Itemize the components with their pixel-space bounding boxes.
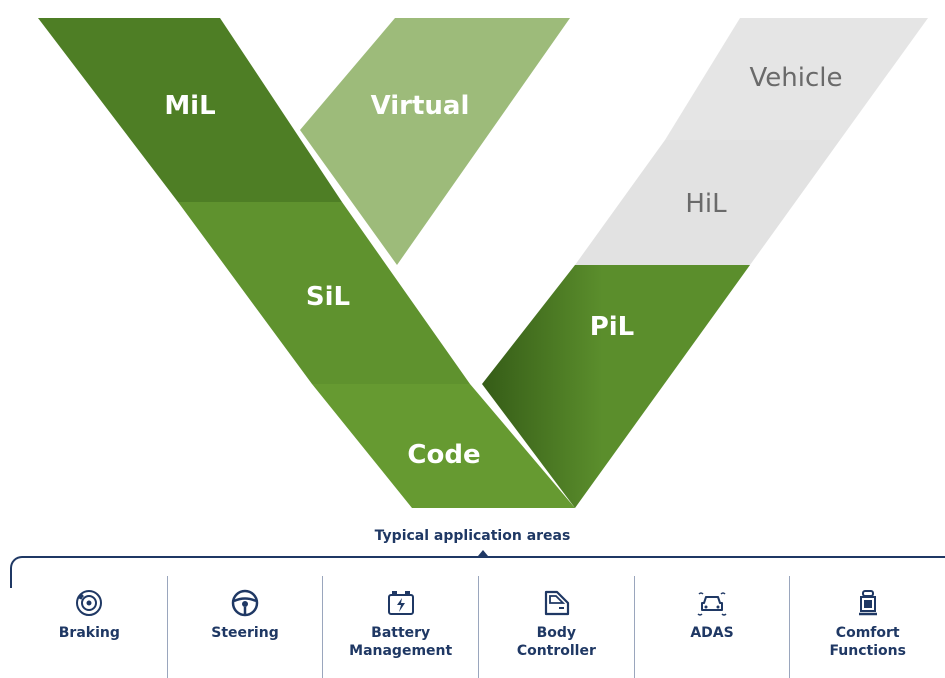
app-label-braking: Braking bbox=[58, 625, 120, 641]
battery-icon bbox=[384, 588, 418, 618]
app-area-body-controller: Body Controller bbox=[479, 576, 635, 678]
v-model-diagram: MiL Virtual Vehicle HiL SiL PiL Code bbox=[38, 18, 928, 508]
stage-label-hil: HiL bbox=[685, 189, 727, 219]
car-door-icon bbox=[539, 588, 573, 618]
stage-label-vehicle: Vehicle bbox=[750, 63, 843, 93]
app-label-comfort-functions: Comfort Functions bbox=[829, 625, 906, 659]
app-area-adas: ADAS bbox=[635, 576, 791, 678]
application-areas-row: Braking Steering Battery Management Body… bbox=[12, 576, 945, 678]
stage-label-mil: MiL bbox=[164, 91, 215, 121]
app-label-adas: ADAS bbox=[690, 625, 734, 641]
stage-label-code: Code bbox=[407, 440, 480, 470]
mil-band bbox=[38, 18, 342, 202]
app-label-steering: Steering bbox=[211, 625, 279, 641]
stage-label-sil: SiL bbox=[306, 282, 350, 312]
application-bracket bbox=[10, 556, 945, 588]
code-band bbox=[312, 384, 575, 508]
application-areas-heading: Typical application areas bbox=[374, 528, 571, 544]
stage-label-pil: PiL bbox=[590, 312, 635, 342]
car-seat-icon bbox=[851, 588, 885, 618]
app-area-steering: Steering bbox=[168, 576, 324, 678]
app-label-battery-management: Battery Management bbox=[349, 625, 453, 659]
brake-disc-icon bbox=[72, 588, 106, 618]
pil-band bbox=[482, 265, 750, 508]
stage-label-virtual: Virtual bbox=[371, 91, 470, 121]
app-area-braking: Braking bbox=[12, 576, 168, 678]
vehicle-band bbox=[665, 18, 928, 140]
bracket-pointer bbox=[478, 550, 488, 556]
car-sensors-icon bbox=[695, 588, 729, 618]
sil-band bbox=[178, 202, 470, 384]
virtual-band bbox=[300, 18, 570, 265]
steering-wheel-icon bbox=[228, 588, 262, 618]
hil-band bbox=[575, 140, 840, 265]
app-area-comfort-functions: Comfort Functions bbox=[790, 576, 945, 678]
app-label-body-controller: Body Controller bbox=[516, 625, 596, 659]
app-area-battery-management: Battery Management bbox=[323, 576, 480, 678]
